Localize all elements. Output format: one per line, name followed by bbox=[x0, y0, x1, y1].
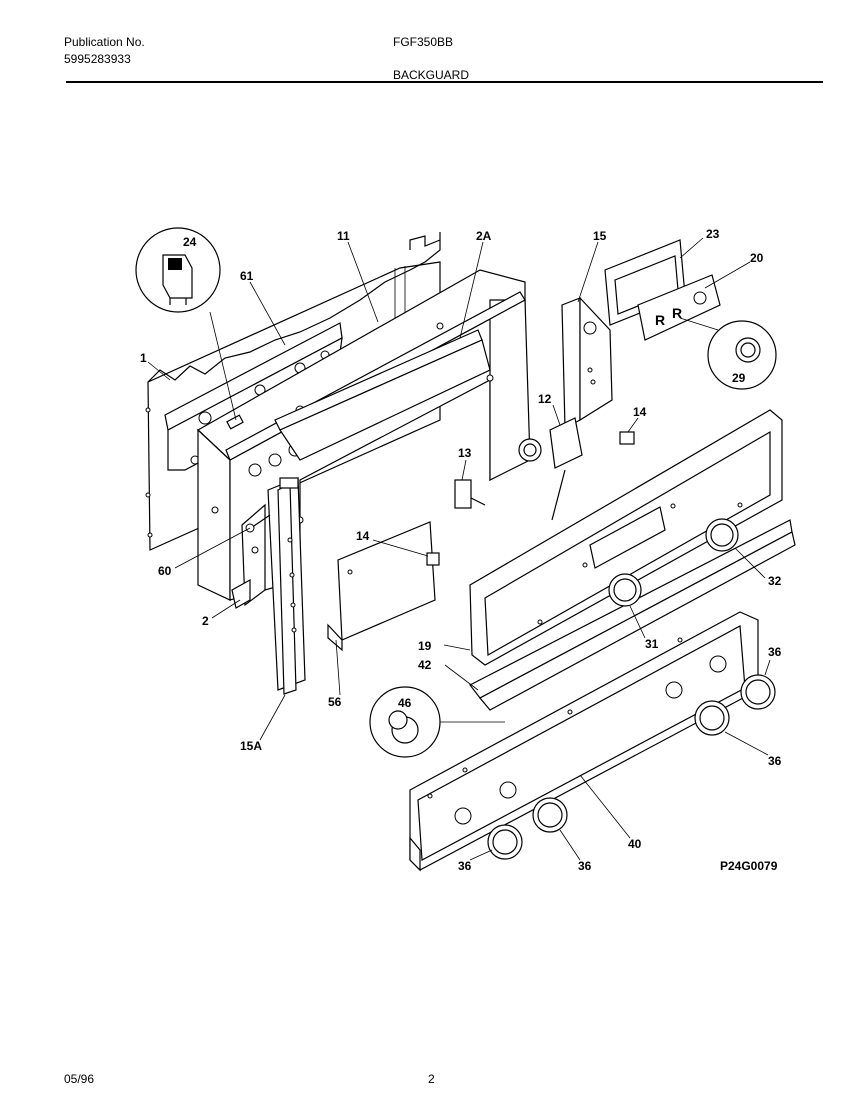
part-label-56: 56 bbox=[328, 695, 342, 709]
part-label-61: 61 bbox=[240, 269, 254, 283]
part-label-36-b: 36 bbox=[768, 754, 782, 768]
timer-board-20: R R bbox=[637, 274, 721, 341]
part-label-23: 23 bbox=[706, 227, 720, 241]
detail-circle-24 bbox=[135, 227, 221, 313]
footer-date: 05/96 bbox=[64, 1072, 95, 1086]
leader-lines bbox=[147, 237, 771, 861]
knob-32 bbox=[705, 518, 739, 552]
part-label-15a: 15A bbox=[240, 739, 262, 753]
knob-36-b bbox=[694, 700, 730, 736]
part-label-14-left: 14 bbox=[356, 529, 370, 543]
part-label-24: 24 bbox=[183, 235, 197, 249]
part-label-2a: 2A bbox=[476, 229, 492, 243]
bracket-56 bbox=[327, 521, 436, 652]
switch-12 bbox=[518, 417, 583, 521]
side-support-15 bbox=[561, 296, 613, 429]
knob-31 bbox=[608, 573, 642, 607]
part-label-46: 46 bbox=[398, 696, 412, 710]
part-label-36-c: 36 bbox=[578, 859, 592, 873]
connector-14-left bbox=[426, 552, 440, 566]
part-label-36-d: 36 bbox=[458, 859, 472, 873]
part-label-20: 20 bbox=[750, 251, 764, 265]
part-label-36-a: 36 bbox=[768, 645, 782, 659]
detail-circle-29 bbox=[707, 320, 777, 390]
control-panel-19 bbox=[469, 409, 783, 666]
part-label-12: 12 bbox=[538, 392, 552, 406]
publication-number: 5995283933 bbox=[64, 52, 131, 66]
part-label-31: 31 bbox=[645, 637, 659, 651]
footer-page-number: 2 bbox=[428, 1072, 435, 1086]
part-label-11: 11 bbox=[337, 229, 350, 243]
part-label-2: 2 bbox=[202, 614, 209, 628]
knob-36-a bbox=[740, 674, 776, 710]
support-rail-15a bbox=[267, 477, 306, 695]
publication-label: Publication No. bbox=[64, 35, 145, 49]
knob-36-c bbox=[532, 797, 568, 833]
part-label-19: 19 bbox=[418, 639, 432, 653]
detail-circle-46 bbox=[369, 686, 441, 758]
connector-14-right bbox=[619, 431, 635, 445]
svg-text:R: R bbox=[655, 312, 665, 328]
diagram-code: P24G0079 bbox=[720, 859, 778, 873]
part-label-1: 1 bbox=[140, 351, 147, 365]
knob-36-d bbox=[487, 824, 523, 860]
part-label-14-right: 14 bbox=[633, 405, 647, 419]
svg-text:R: R bbox=[672, 305, 682, 321]
strip-2a bbox=[274, 322, 491, 461]
part-label-13: 13 bbox=[458, 446, 472, 460]
model-number: FGF350BB bbox=[393, 35, 454, 49]
part-label-60: 60 bbox=[158, 564, 172, 578]
part-label-29: 29 bbox=[732, 371, 746, 385]
part-label-32: 32 bbox=[768, 574, 782, 588]
part-label-42: 42 bbox=[418, 658, 432, 672]
part-label-40: 40 bbox=[628, 837, 642, 851]
part-label-15: 15 bbox=[593, 229, 607, 243]
terminal-13 bbox=[454, 479, 486, 509]
section-title: BACKGUARD bbox=[393, 68, 470, 82]
header-rule bbox=[66, 81, 823, 83]
